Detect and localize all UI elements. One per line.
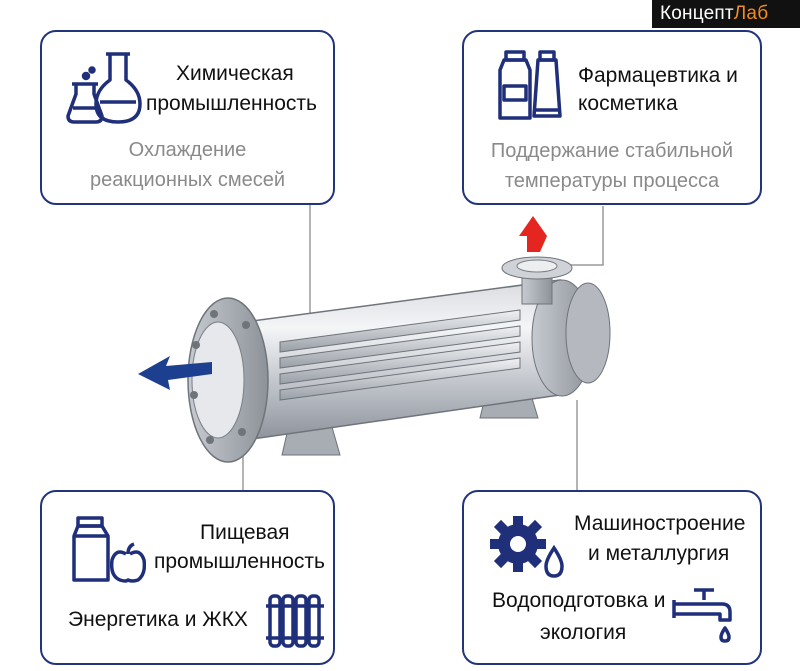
machinery-extra-line2: экология <box>540 621 627 644</box>
outflow-arrow <box>138 356 212 390</box>
medicine-bottle-icon <box>498 50 562 120</box>
card-machinery: Машиностроение и металлургия Водоподгото… <box>462 490 762 665</box>
connector-pharma <box>570 206 604 266</box>
lab-flasks-icon <box>66 52 142 124</box>
card-pharma: Фармацевтика и косметика Поддержание ста… <box>462 30 762 205</box>
chemical-title-line2: промышленность <box>146 92 317 115</box>
machinery-title-line2: и металлургия <box>588 542 730 565</box>
chemical-desc-line2: реакционных смесей <box>89 169 286 191</box>
chemical-desc-line1: Охлаждение <box>128 139 247 161</box>
exchanger-fins <box>279 309 521 401</box>
machinery-title-line1: Машиностроение <box>574 512 746 535</box>
pharma-title-line2: косметика <box>578 92 678 115</box>
pharma-title-line1: Фармацевтика и <box>578 64 738 87</box>
milk-carton-apple-icon <box>72 516 146 583</box>
chemical-title-line1: Химическая <box>176 62 294 85</box>
up-arrow <box>519 216 547 252</box>
radiator-icon <box>266 594 324 648</box>
water-tap-icon <box>672 588 732 643</box>
machinery-extra-line1: Водоподготовка и <box>492 589 666 612</box>
card-chemical: Химическая промышленность Охлаждение реа… <box>40 30 335 205</box>
card-food: Пищевая промышленность Энергетика и ЖКХ <box>40 490 335 665</box>
left-flange <box>187 297 269 463</box>
logo-part2: Лаб <box>733 3 769 24</box>
food-extra: Энергетика и ЖКХ <box>68 608 248 631</box>
food-title-line2: промышленность <box>154 550 325 573</box>
pharma-desc-line2: температуры процесса <box>504 170 720 192</box>
food-title-line1: Пищевая <box>200 521 290 544</box>
top-nozzle <box>501 256 573 305</box>
logo-part1: Концепт <box>660 3 734 24</box>
gear-drop-icon <box>490 516 564 578</box>
pharma-desc-line1: Поддержание стабильной <box>490 140 734 162</box>
